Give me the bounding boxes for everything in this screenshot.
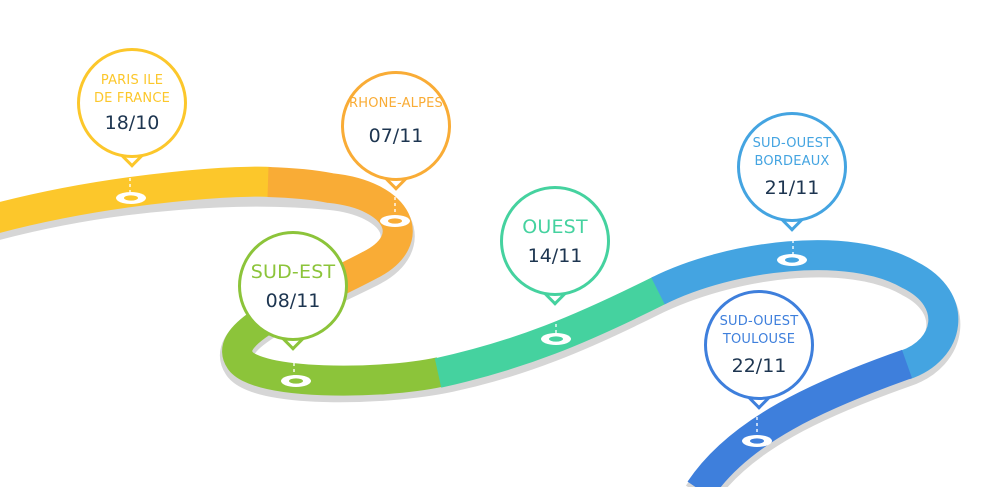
pin-rhone-alpes[interactable]: RHONE-ALPES 07/11 — [341, 71, 451, 191]
pin-region: PARIS ILE DE FRANCE — [93, 73, 171, 106]
pin-date: 14/11 — [527, 245, 583, 267]
pin-bordeaux[interactable]: SUD-OUEST BORDEAUX 21/11 — [737, 112, 847, 232]
pin-date: 21/11 — [764, 177, 820, 199]
road-segment-lightblue — [651, 240, 959, 380]
pin-date: 22/11 — [731, 355, 787, 377]
pin-region: SUD-OUEST TOULOUSE — [719, 314, 799, 347]
pin-toulouse[interactable]: SUD-OUEST TOULOUSE 22/11 — [704, 290, 814, 410]
pin-region: RHONE-ALPES — [348, 96, 444, 111]
pin-region: OUEST — [522, 216, 588, 238]
road-segment-yellow — [0, 166, 272, 233]
pin-region: SUD-EST — [250, 261, 336, 283]
pin-ouest[interactable]: OUEST 14/11 — [500, 186, 610, 306]
road-segment-blue — [687, 349, 913, 491]
pin-sud-est[interactable]: SUD-EST 08/11 — [238, 231, 348, 351]
pin-date: 08/11 — [265, 290, 321, 312]
pin-region: SUD-OUEST BORDEAUX — [752, 136, 832, 169]
pin-date: 18/10 — [104, 112, 160, 134]
pin-date: 07/11 — [368, 125, 424, 147]
marker-dots — [124, 195, 799, 444]
pin-paris[interactable]: PARIS ILE DE FRANCE 18/10 — [77, 48, 187, 168]
